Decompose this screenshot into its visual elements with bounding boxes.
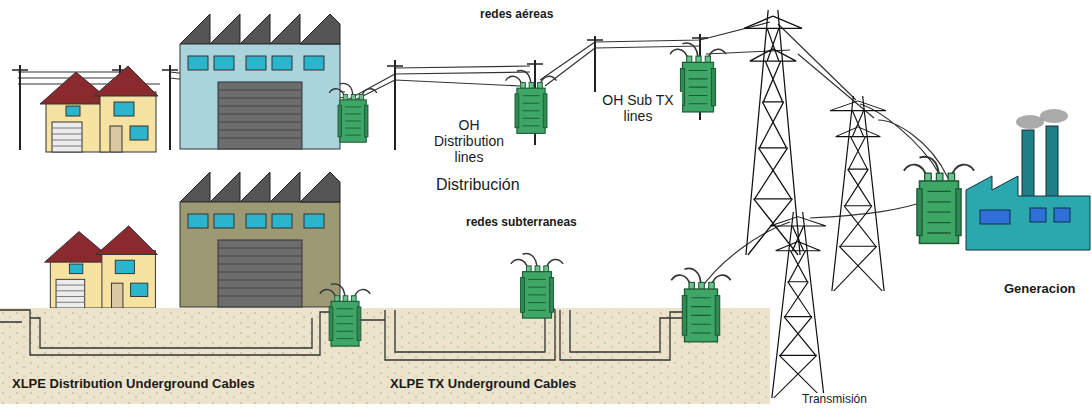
ground — [0, 308, 770, 404]
transformer — [320, 284, 370, 346]
house — [45, 226, 158, 308]
transformer — [671, 268, 730, 341]
factory — [180, 172, 340, 307]
transformer — [329, 83, 377, 142]
transformer — [511, 254, 563, 318]
transformer — [904, 157, 974, 244]
power-plant — [966, 109, 1090, 250]
section-label: Generacion — [1002, 282, 1078, 297]
cable-label: XLPE Distribution Underground Cables — [10, 377, 257, 392]
overhead-wires — [18, 22, 948, 290]
house — [40, 66, 158, 152]
section-label: Distribución — [434, 176, 522, 194]
line-label: OH Distribution lines — [428, 117, 510, 165]
section-label: redes aéreas — [478, 8, 555, 22]
section-label: Transmisión — [800, 393, 869, 407]
line-label: OH Sub TX lines — [594, 92, 682, 124]
section-label: redes subterraneas — [464, 216, 579, 230]
transformer — [506, 71, 557, 134]
cable-label: XLPE TX Underground Cables — [388, 377, 578, 392]
factory — [180, 14, 340, 149]
transmission-tower — [770, 212, 826, 398]
transmission-tower — [830, 96, 886, 291]
